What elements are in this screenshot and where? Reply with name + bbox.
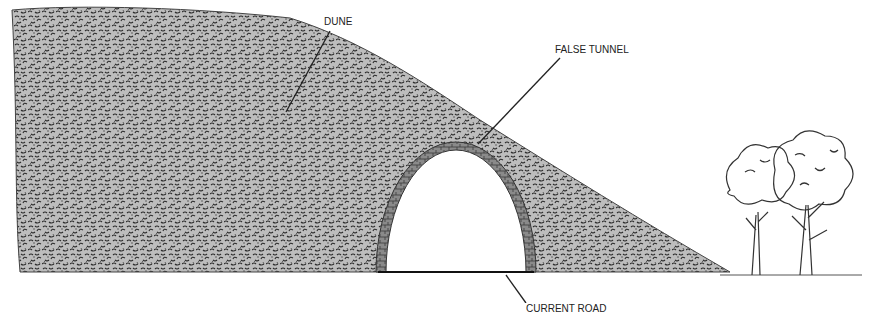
ground-line xyxy=(720,275,862,276)
trees xyxy=(726,131,853,275)
road-line xyxy=(378,271,534,273)
dune-body xyxy=(12,7,730,272)
leader-lines xyxy=(286,31,560,303)
callout-label: CURRENT ROAD xyxy=(524,303,608,315)
tunnel-opening xyxy=(386,150,526,272)
callout-label: FALSE TUNNEL xyxy=(553,44,631,56)
callout-label: DUNE xyxy=(322,16,354,28)
tunnel-ring xyxy=(376,142,536,272)
